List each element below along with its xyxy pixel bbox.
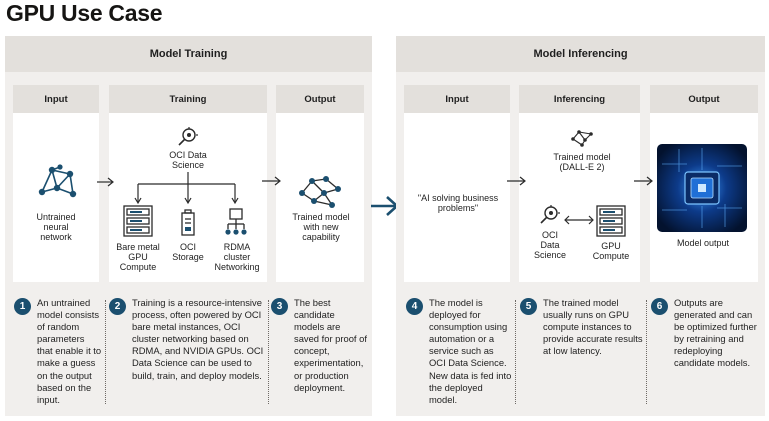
training-output-column xyxy=(276,113,364,282)
inferencing-input-header: Input xyxy=(404,85,510,113)
step-2-badge: 2 xyxy=(109,298,126,315)
step-5: 5 The trained model usually runs on GPU … xyxy=(520,297,644,357)
step-5-text: The trained model usually runs on GPU co… xyxy=(543,297,643,357)
chip-image xyxy=(657,144,747,232)
step-divider xyxy=(646,300,647,404)
step-6-text: Outputs are generated and can be optimiz… xyxy=(674,297,757,369)
untrained-network-label: Untrained neural network xyxy=(36,212,76,242)
rdma-network-icon xyxy=(225,208,247,235)
step-2-text: Training is a resource-intensive process… xyxy=(132,297,264,381)
trained-network-icon xyxy=(299,176,341,208)
inference-oci-ds-label: OCI Data Science xyxy=(533,230,567,260)
step-3-text: The best candidate models are saved for … xyxy=(294,297,367,393)
step-1-text: An untrained model consists of random pa… xyxy=(37,297,102,405)
step-2: 2 Training is a resource-intensive proce… xyxy=(109,297,267,382)
step-4: 4 The model is deployed for consumption … xyxy=(406,297,512,406)
arrow-right-icon xyxy=(97,177,114,187)
step-1: 1 An untrained model consists of random … xyxy=(14,297,102,406)
trained-model-label: Trained model with new capability xyxy=(292,212,350,242)
training-output-header: Output xyxy=(276,85,364,113)
rdma-networking-label: RDMA cluster Networking xyxy=(214,242,260,272)
gpu-compute-label: GPU Compute xyxy=(592,241,630,261)
training-connector-lines xyxy=(134,172,239,205)
step-6: 6 Outputs are generated and can be optim… xyxy=(651,297,761,370)
arrow-right-icon xyxy=(262,176,281,186)
step-5-badge: 5 xyxy=(520,298,537,315)
inferencing-output-header: Output xyxy=(650,85,758,113)
step-1-badge: 1 xyxy=(14,298,31,315)
inferencing-input-column xyxy=(404,113,510,282)
data-science-icon xyxy=(178,127,198,146)
step-6-badge: 6 xyxy=(651,298,668,315)
trained-model-icon xyxy=(571,130,593,147)
model-training-title: Model Training xyxy=(5,36,372,72)
arrow-right-icon xyxy=(634,176,653,186)
inferencing-inferencing-header: Inferencing xyxy=(519,85,640,113)
bidirectional-arrow-icon xyxy=(564,215,594,225)
oci-data-science-label: OCI Data Science xyxy=(169,150,207,170)
step-divider xyxy=(105,300,106,404)
step-divider xyxy=(515,300,516,404)
training-input-column xyxy=(13,113,99,282)
neural-network-icon xyxy=(38,164,77,198)
step-3: 3 The best candidate models are saved fo… xyxy=(271,297,367,394)
inference-input-quote: "AI solving business problems" xyxy=(417,193,499,213)
arrow-right-icon xyxy=(507,176,526,186)
step-divider xyxy=(268,300,269,404)
oci-storage-label: OCI Storage xyxy=(172,242,204,262)
model-output-label: Model output xyxy=(676,238,730,248)
data-science-icon xyxy=(540,205,560,224)
gpu-compute-server-icon xyxy=(596,205,626,237)
training-training-header: Training xyxy=(109,85,267,113)
bare-metal-gpu-label: Bare metal GPU Compute xyxy=(116,242,160,272)
page-title: GPU Use Case xyxy=(6,0,163,26)
model-inferencing-title: Model Inferencing xyxy=(396,36,765,72)
training-input-header: Input xyxy=(13,85,99,113)
trained-model-dalle-label: Trained model (DALL-E 2) xyxy=(553,152,611,172)
step-4-text: The model is deployed for consumption us… xyxy=(429,297,512,405)
bare-metal-server-icon xyxy=(123,205,153,237)
step-4-badge: 4 xyxy=(406,298,423,315)
step-3-badge: 3 xyxy=(271,298,288,315)
inferencing-inferencing-column xyxy=(519,113,640,282)
storage-icon xyxy=(181,209,195,236)
